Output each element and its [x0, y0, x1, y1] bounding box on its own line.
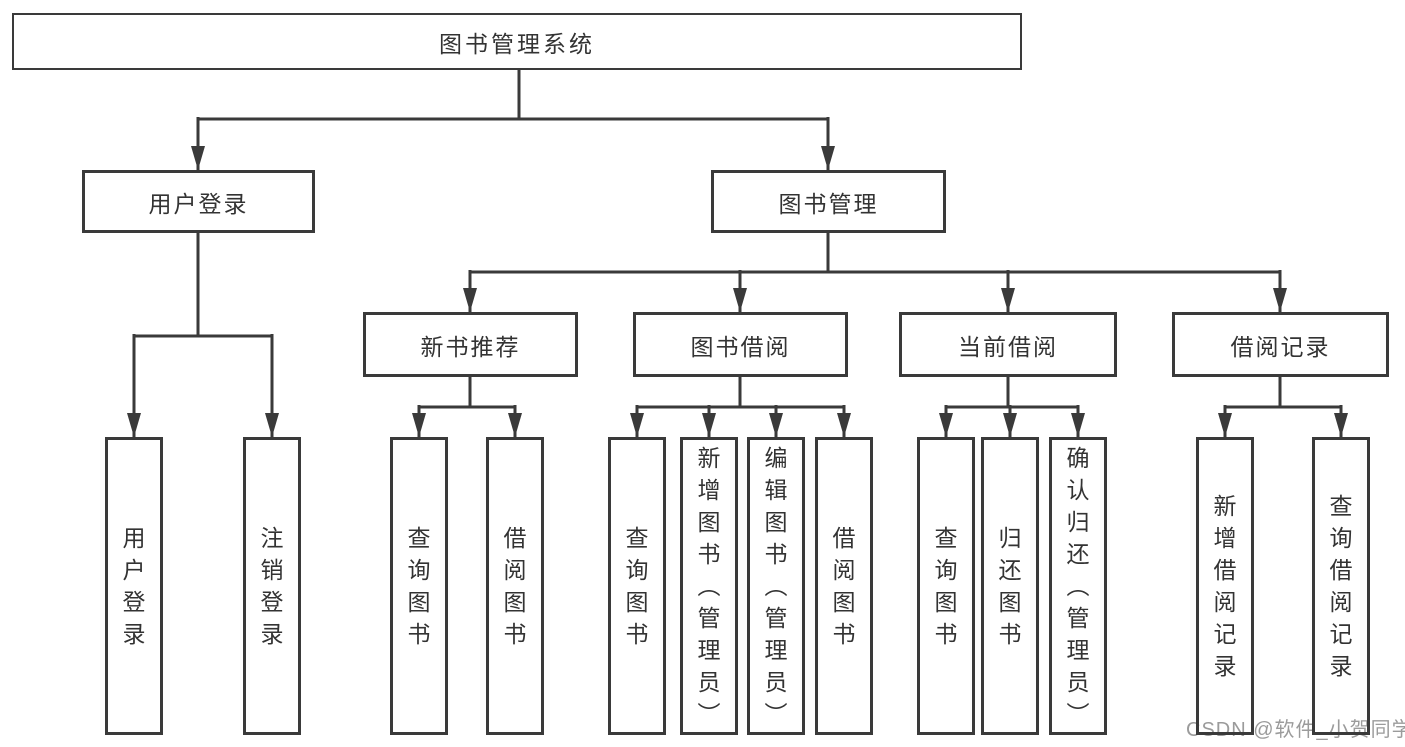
node-borrow-books-recommend: 借阅图书: [486, 437, 544, 735]
node-confirm-return-admin: 确认归还︵管理员︶: [1049, 437, 1107, 735]
node-borrow-books-borrowing: 借阅图书: [815, 437, 873, 735]
node-borrowing-records: 借阅记录: [1172, 312, 1389, 377]
node-library-management-system: 图书管理系统: [12, 13, 1022, 70]
node-query-books-current: 查询图书: [917, 437, 975, 735]
node-new-book-recommendation: 新书推荐: [363, 312, 578, 377]
node-add-books-admin: 新增图书︵管理员︶: [680, 437, 738, 735]
node-book-management: 图书管理: [711, 170, 946, 233]
node-add-borrow-record: 新增借阅记录: [1196, 437, 1254, 735]
node-user-login-action: 用户登录: [105, 437, 163, 735]
node-edit-books-admin: 编辑图书︵管理员︶: [747, 437, 805, 735]
node-query-books-recommend: 查询图书: [390, 437, 448, 735]
node-query-borrow-record: 查询借阅记录: [1312, 437, 1370, 735]
csdn-watermark: CSDN @软件_小贺同学: [1186, 719, 1405, 741]
node-current-borrowing: 当前借阅: [899, 312, 1117, 377]
node-return-books: 归还图书: [981, 437, 1039, 735]
node-query-books-borrowing: 查询图书: [608, 437, 666, 735]
node-book-borrowing: 图书借阅: [633, 312, 848, 377]
node-logout-action: 注销登录: [243, 437, 301, 735]
node-user-login: 用户登录: [82, 170, 315, 233]
